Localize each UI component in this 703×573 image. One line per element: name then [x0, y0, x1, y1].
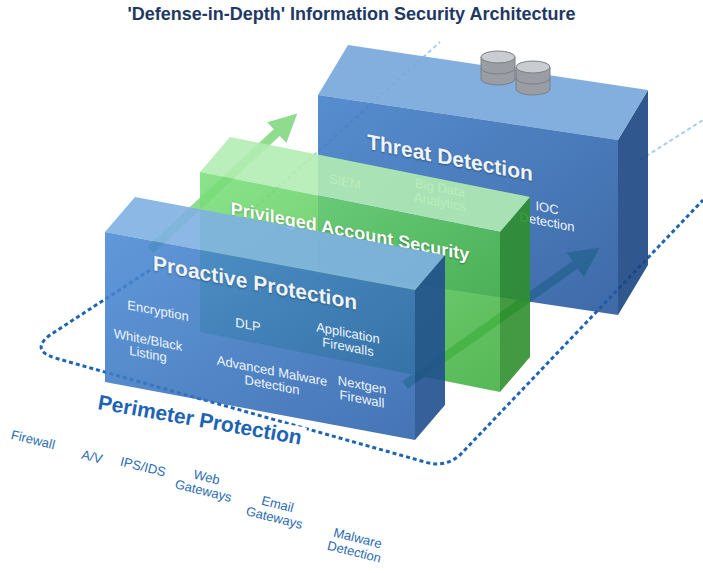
perimeter-item: Email Gateways [243, 490, 310, 531]
perimeter-item: A/V [80, 448, 104, 466]
perimeter-dashed-line [640, 120, 703, 160]
database-icon [516, 61, 550, 95]
database-icon [481, 51, 515, 85]
perimeter-item: Web Gateways [172, 463, 239, 504]
perimeter-item: Firewall [10, 428, 57, 452]
perimeter-item: Malware Detection [318, 523, 394, 567]
perimeter-item: IPS/IDS [119, 455, 167, 479]
diagram-title: 'Defense-in-Depth' Information Security … [0, 4, 703, 25]
